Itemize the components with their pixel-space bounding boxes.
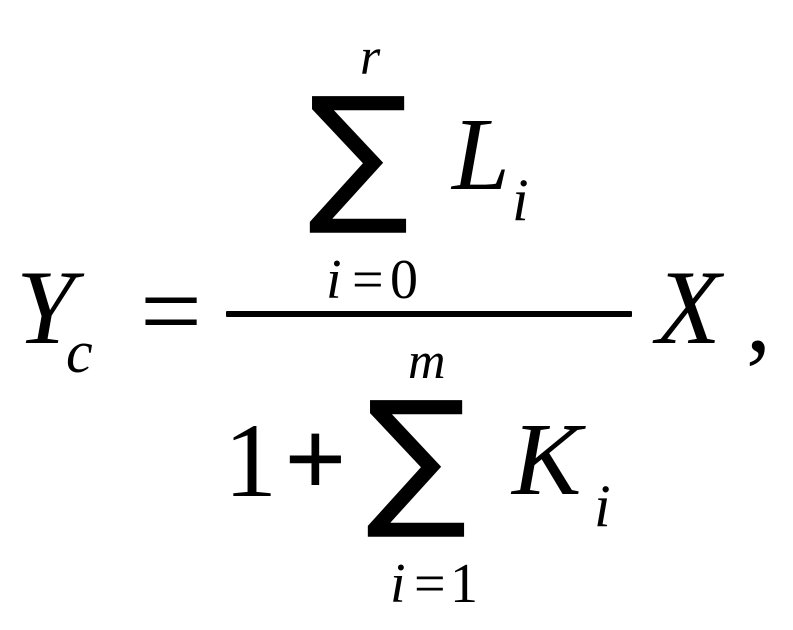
- numerator-lower-limit-val: 0: [390, 249, 418, 311]
- denominator-lower-limit-eq: =: [414, 553, 446, 615]
- numerator-term: L: [452, 97, 510, 212]
- numerator-lower-limit-var: i: [326, 249, 342, 311]
- multiplier-symbol: X: [656, 249, 721, 366]
- numerator-sum-upper-limit: r: [360, 29, 381, 86]
- numerator-sum-symbol: ∑: [308, 66, 410, 240]
- denominator-sum-symbol: ∑: [366, 370, 468, 544]
- numerator-term-subscript: i: [512, 167, 529, 233]
- denominator-lower-limit-val: 1: [450, 553, 478, 615]
- denominator-term-subscript: i: [594, 473, 611, 539]
- numerator-lower-limit-eq: =: [352, 249, 384, 311]
- denominator-term: K: [512, 402, 582, 517]
- denominator-constant: 1: [224, 402, 277, 519]
- fraction-bar: [226, 311, 632, 317]
- lhs-subscript: c: [66, 319, 93, 385]
- equals-sign: =: [140, 250, 203, 372]
- denominator-sum-upper-limit: m: [408, 333, 446, 390]
- lhs-symbol: Y: [16, 249, 75, 366]
- trailing-comma: ,: [746, 262, 771, 373]
- denominator-plus: +: [284, 398, 347, 520]
- denominator-lower-limit-var: i: [390, 553, 406, 615]
